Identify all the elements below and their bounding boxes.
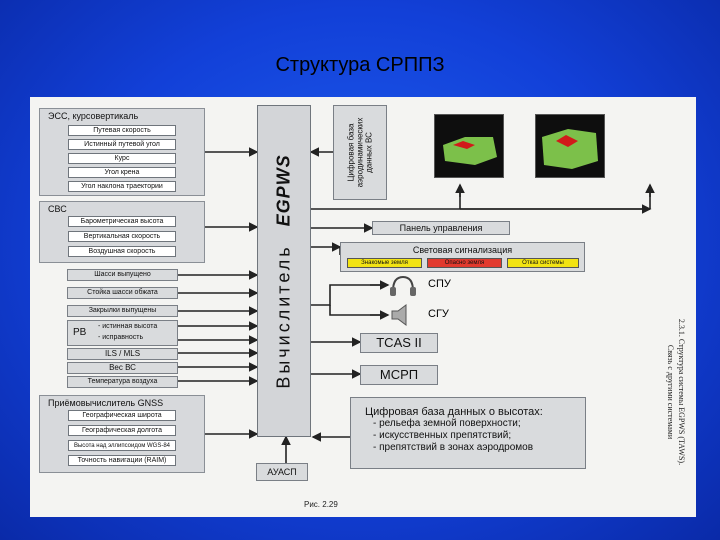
- ils-mls-input: ILS / MLS: [67, 348, 178, 360]
- gnss-group-title: Приёмовычислитель GNSS: [48, 398, 164, 408]
- ess-item: Курс: [68, 153, 176, 164]
- spu-label: СПУ: [428, 278, 451, 290]
- side-caption-line: 2.3.1. Структура системы EGPWS (TAWS).: [677, 318, 687, 466]
- gnss-item: Географическая широта: [68, 410, 176, 421]
- ess-group: ЭСС, курсовертикаль Путевая скорость Ист…: [39, 108, 205, 196]
- weight-input: Вес ВС: [67, 362, 178, 374]
- temperature-input: Температура воздуха: [67, 376, 178, 388]
- terrain-display-right: [535, 114, 605, 178]
- gear-strut-input: Стойка шасси обжата: [67, 287, 178, 299]
- terrain-db-line: - препятствий в зонах аэродромов: [373, 442, 534, 453]
- terrain-db-title: Цифровая база данных о высотах:: [365, 406, 543, 418]
- rv-item: - истинная высота: [98, 323, 158, 330]
- tcas-box: TCAS II: [360, 333, 438, 353]
- terrain-db-line: - рельефа земной поверхности;: [373, 418, 521, 429]
- ess-item: Истинный путевой угол: [68, 139, 176, 150]
- terrain-image-left: [435, 115, 503, 177]
- gear-down-input: Шасси выпущено: [67, 269, 178, 281]
- svs-group-title: СВС: [48, 204, 67, 214]
- side-caption: 2.3.1. Структура системы EGPWS (TAWS). С…: [662, 287, 690, 497]
- flaps-input: Закрылки выпущены: [67, 305, 178, 317]
- ess-item: Путевая скорость: [68, 125, 176, 136]
- figure-caption: Рис. 2.29: [304, 500, 338, 509]
- light-signal-panel: Световая сигнализация Знакомые земля Опа…: [340, 242, 585, 272]
- gnss-item: Высота над эллипсоидом WGS-84: [68, 440, 176, 451]
- terrain-image-right: [536, 115, 604, 177]
- terrain-display-left: [434, 114, 504, 178]
- light-failure-indicator: Отказ системы: [507, 258, 579, 268]
- svs-item: Воздушная скорость: [68, 246, 176, 257]
- light-signal-title: Световая сигнализация: [412, 245, 513, 255]
- speaker-icon: [391, 304, 407, 326]
- mcrp-box: МСРП: [360, 365, 438, 385]
- ess-item: Угол крена: [68, 167, 176, 178]
- svs-group: СВС Барометрическая высота Вертикальная …: [39, 201, 205, 263]
- gnss-item: Точность навигации (RAIM): [68, 455, 176, 466]
- aero-db-line: аэродинамических: [355, 117, 365, 188]
- radio-altimeter-input: РВ - истинная высота - исправность: [67, 320, 178, 346]
- headset-icon: [390, 275, 416, 296]
- ess-group-title: ЭСС, курсовертикаль: [48, 111, 139, 121]
- aero-database: Цифровая база аэродинамических данных ВС: [333, 105, 387, 200]
- gnss-group: Приёмовычислитель GNSS Географическая ши…: [39, 395, 205, 473]
- gnss-item: Географическая долгота: [68, 425, 176, 436]
- egpws-computer: Вычислитель EGPWS: [257, 105, 311, 437]
- auasp-box: АУАСП: [256, 463, 308, 481]
- svs-item: Барометрическая высота: [68, 216, 176, 227]
- sgu-label: СГУ: [428, 308, 449, 320]
- rv-label: РВ: [73, 327, 87, 338]
- control-panel: Панель управления: [372, 221, 510, 235]
- computer-name: EGPWS: [273, 153, 294, 226]
- ess-item: Угол наклона траектории: [68, 181, 176, 192]
- terrain-database: Цифровая база данных о высотах: - рельеф…: [350, 397, 586, 469]
- aero-db-line: данных ВС: [364, 132, 374, 173]
- egpws-structure-diagram: ЭСС, курсовертикаль Путевая скорость Ист…: [30, 97, 696, 517]
- terrain-db-line: - искусственных препятствий;: [373, 430, 512, 441]
- light-pull-up-indicator: Опасно земля: [427, 258, 502, 268]
- rv-item: - исправность: [98, 334, 144, 341]
- light-terrain-indicator: Знакомые земля: [347, 258, 422, 268]
- aero-db-line: Цифровая база: [346, 123, 356, 182]
- slide-title: Структура СРППЗ: [275, 54, 445, 76]
- svs-item: Вертикальная скорость: [68, 231, 176, 242]
- computer-word: Вычислитель: [273, 243, 294, 389]
- side-caption-line: Связь с другими системами: [666, 344, 676, 440]
